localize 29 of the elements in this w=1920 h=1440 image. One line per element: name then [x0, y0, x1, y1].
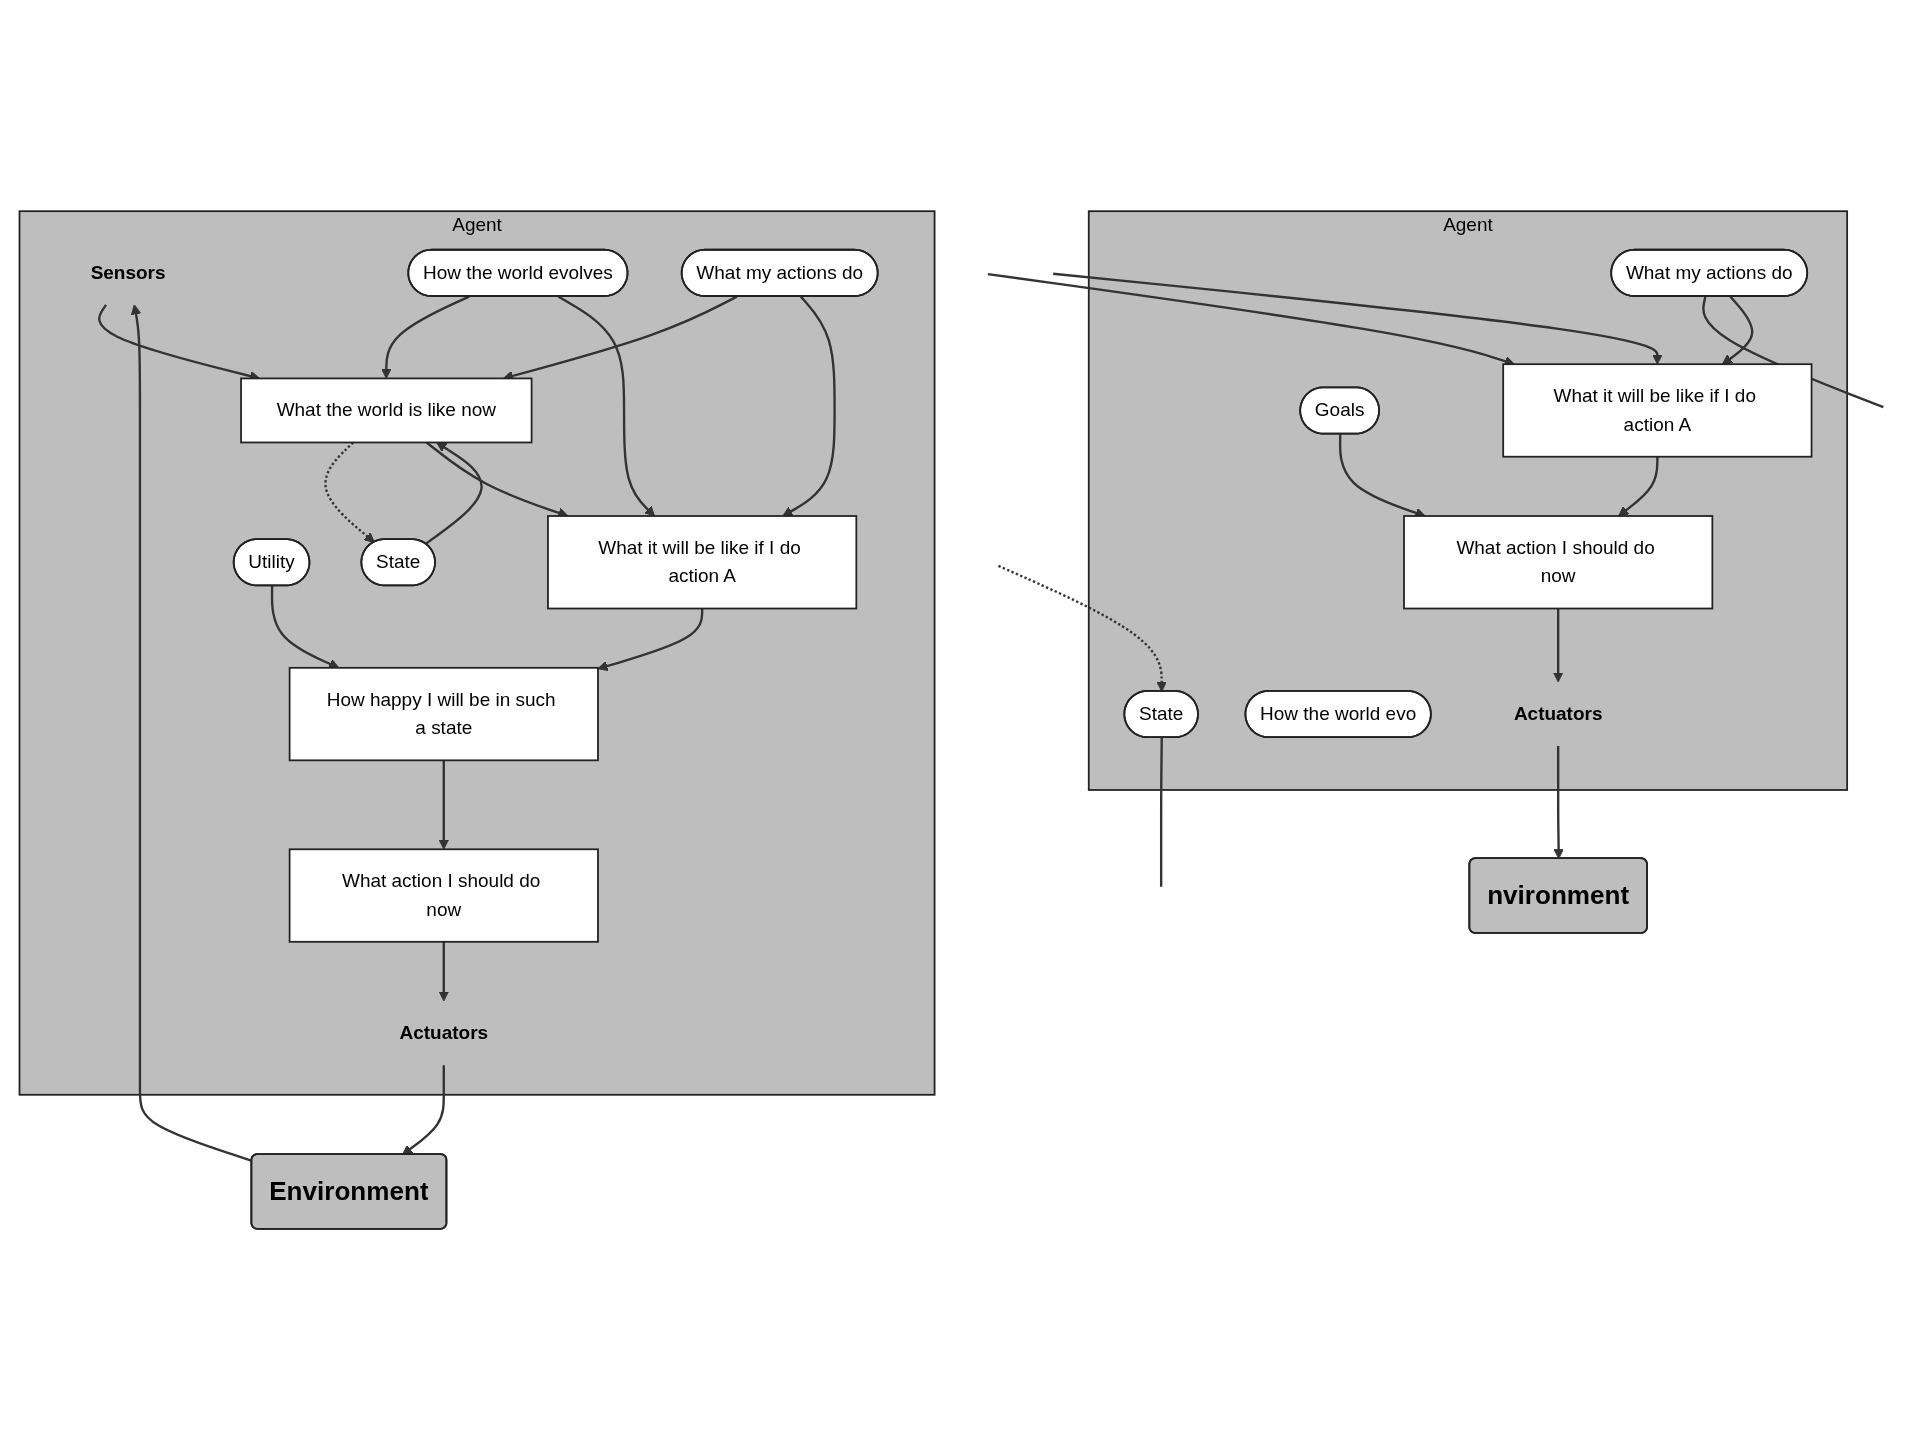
- node-text: Actuators: [1513, 703, 1603, 724]
- node-box: How happy I will be in such a state: [288, 666, 599, 762]
- node-text: Actuators: [399, 1022, 489, 1043]
- node-box: What it will be like if I do action A: [547, 515, 858, 610]
- arrow: [1721, 295, 1754, 365]
- arrow: [557, 295, 656, 517]
- arrow: [425, 441, 569, 518]
- arrow: [1618, 456, 1659, 517]
- arrow: [1053, 272, 1663, 365]
- arrow: [324, 441, 375, 543]
- arrow: [1553, 746, 1564, 860]
- node-box: What action I should do now: [1403, 515, 1714, 610]
- arrow: [381, 295, 470, 379]
- arrow: [438, 941, 449, 1002]
- arrow: [597, 608, 704, 672]
- arrow: [270, 585, 340, 669]
- arrow: [997, 564, 1167, 692]
- arrow: [401, 1065, 445, 1156]
- arrow: [130, 304, 253, 1162]
- arrow: [1552, 608, 1564, 683]
- arrow: [782, 295, 836, 517]
- arrow: [438, 760, 449, 850]
- node-box: What action I should do now: [288, 848, 599, 943]
- arrow: [424, 442, 483, 545]
- node-box: What it will be like if I do action A: [1502, 363, 1813, 458]
- arrow: [1338, 434, 1426, 518]
- node-box: What the world is like now: [240, 377, 533, 444]
- node-text: Sensors: [90, 262, 166, 283]
- connector: [1159, 737, 1163, 887]
